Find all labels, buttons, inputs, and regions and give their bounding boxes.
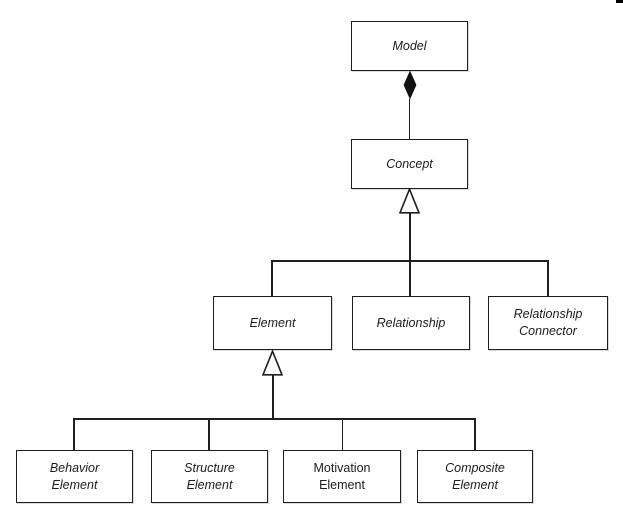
edge-drop-structure-element [208, 418, 210, 450]
class-node-structure-element: Structure Element [151, 450, 268, 503]
edge-bottom-horizontal [73, 418, 476, 420]
edge-drop-motivation-element [341, 418, 343, 450]
generalization-triangle-concept-icon [398, 188, 420, 214]
generalization-triangle-element-icon [262, 350, 283, 376]
edge-model-concept [408, 99, 411, 140]
edge-drop-relationship-connector [547, 260, 549, 296]
class-node-behavior-element: Behavior Element [16, 450, 133, 503]
screen-edge-artifact [616, 0, 623, 3]
class-node-relationship-connector: Relationship Connector [488, 296, 608, 350]
composition-diamond-icon [403, 70, 417, 100]
edge-drop-composite-element [474, 418, 476, 450]
class-node-concept: Concept [351, 139, 468, 189]
edge-drop-behavior-element [73, 418, 75, 450]
edge-element-trunk [271, 373, 274, 420]
class-node-relationship: Relationship [352, 296, 470, 350]
class-node-composite-element: Composite Element [417, 450, 533, 503]
class-node-motivation-element: Motivation Element [283, 450, 401, 503]
edge-drop-element [271, 260, 273, 296]
edge-concept-trunk [408, 212, 411, 296]
edge-mid-horizontal [271, 260, 549, 262]
class-node-element: Element [213, 296, 332, 350]
class-node-model: Model [351, 21, 468, 71]
